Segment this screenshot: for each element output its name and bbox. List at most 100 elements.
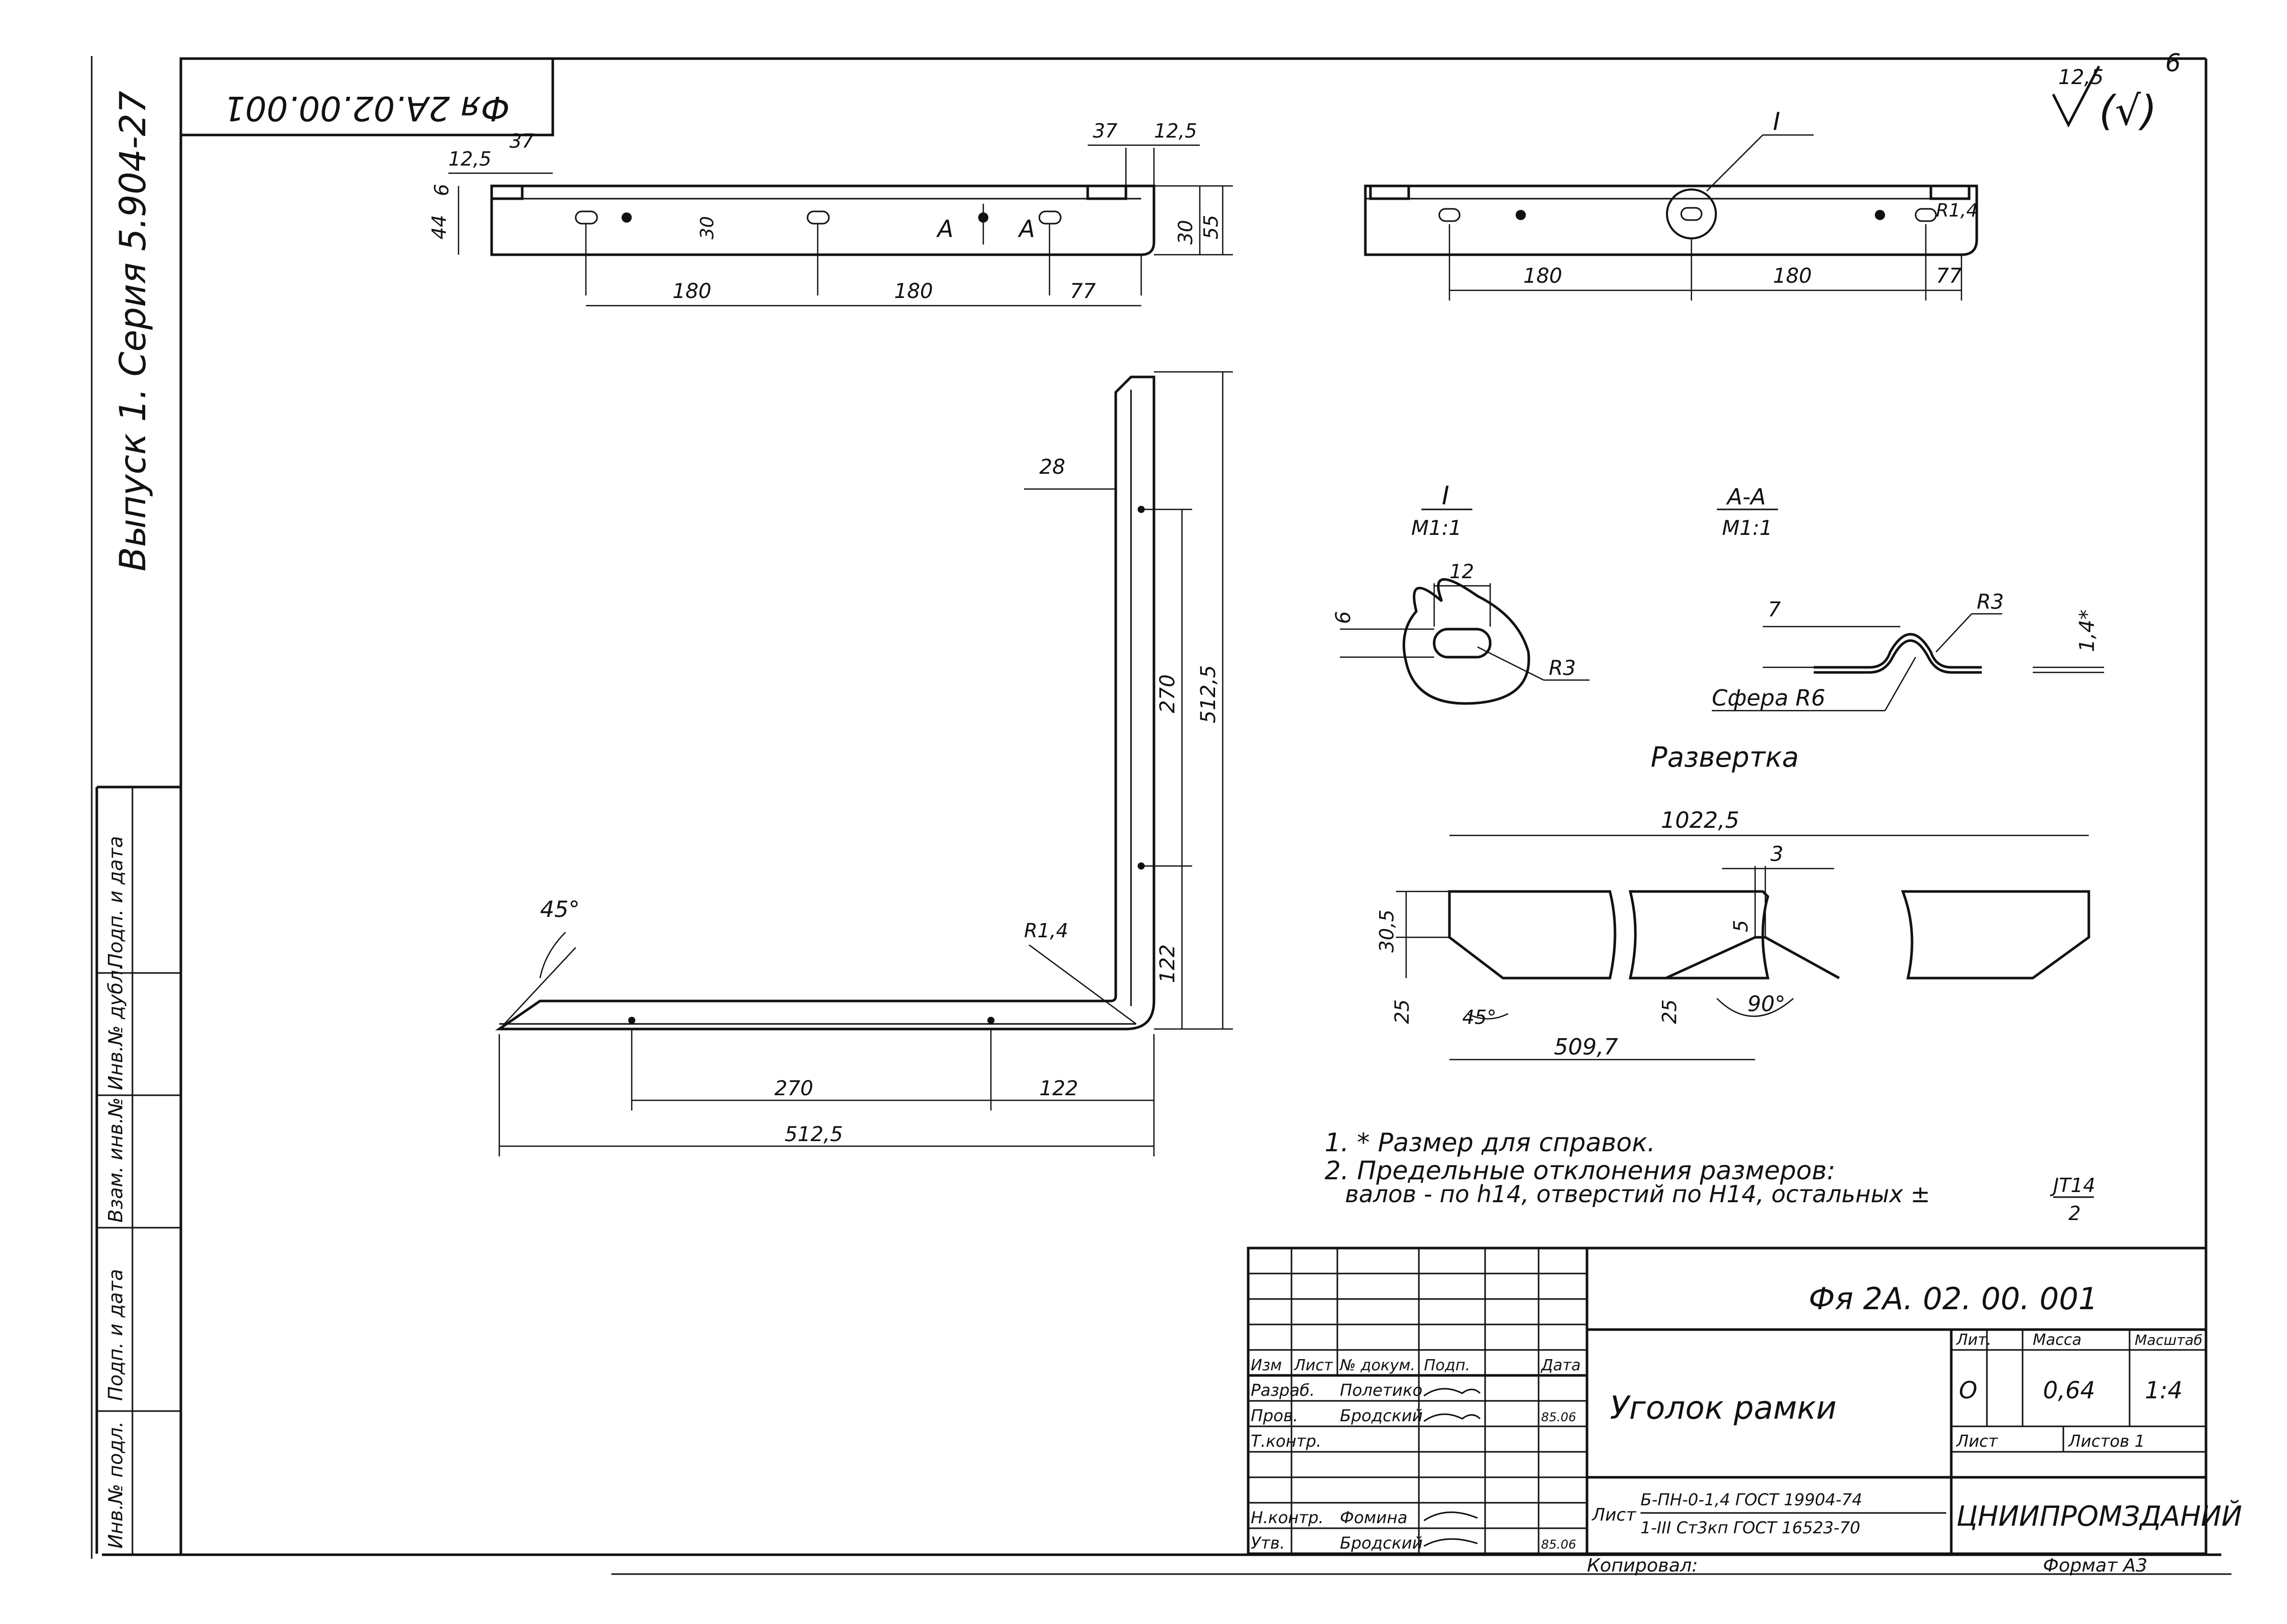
tl-section-a-right: А [1017,215,1035,242]
tl-dim-180b: 180 [894,280,933,303]
side-inv-dubl: Инв.№ дубл. [104,964,127,1090]
detail-i-6: 6 [1332,611,1355,624]
detail-i: I М1:1 12 6 R3 [1332,481,1590,705]
dev-dim-30-5: 30,5 [1376,909,1398,953]
tb-mass-label: Масса [2033,1331,2082,1349]
note-2b: валов - по h14, отверстий по H14, осталь… [1345,1180,1930,1208]
rotated-code: Фя 2А.02.00.001 [224,89,510,128]
section-aa-7: 7 [1768,598,1781,621]
top-right-view: I R1,4 180 180 77 [1364,107,1978,301]
roughness-suffix: (√) [2099,87,2157,134]
tb-name: Уголок рамки [1610,1389,1837,1426]
tb-row1-role: Разраб. [1251,1381,1315,1400]
tb-hdr-list: Лист [1294,1357,1334,1374]
tb-row2-name: Бродский [1340,1406,1422,1425]
dev-angle-90: 90° [1747,991,1785,1016]
detail-i-title: I [1442,481,1449,510]
tr-dim-180a: 180 [1523,264,1562,288]
tb-mass-value: 0,64 [2043,1376,2095,1404]
tl-dim-55: 55 [1200,215,1222,239]
tb-row1-name: Полетико [1340,1381,1422,1400]
roughness-mark-6: 6 [2165,49,2181,77]
section-aa-title: А-А [1726,484,1766,510]
tb-format: Формат А3 [2043,1555,2147,1576]
tr-dim-77: 77 [1936,264,1962,288]
section-aa-scale: М1:1 [1722,517,1772,540]
development-title: Развертка [1651,741,1799,773]
note-2: 2. Предельные отклонения размеров: [1325,1156,1835,1185]
tb-hdr-izm: Изм [1251,1357,1282,1374]
tb-sheets-label: Листов 1 [2068,1431,2145,1451]
tb-copied: Копировал: [1587,1555,1698,1576]
main-dim-512h: 512,5 [785,1123,843,1146]
dev-angle-45: 45° [1462,1006,1496,1028]
tl-dim-12-5a: 12,5 [448,148,492,170]
note-2-frac-top: JT14 [2050,1174,2095,1197]
dev-dim-5: 5 [1730,920,1752,932]
detail-i-12: 12 [1449,560,1474,583]
tl-dim-30b: 30 [1174,220,1197,245]
tb-hdr-dok: № докум. [1339,1357,1415,1374]
tl-dim-6: 6 [431,184,453,196]
tr-detail-label: I [1773,107,1780,136]
notes: 1. * Размер для справок. 2. Предельные о… [1325,1128,2095,1225]
roughness-mark: 12,5 (√) 6 [2052,49,2181,134]
development: Развертка 1022,5 3 5 30,5 25 25 45° 90° … [1376,741,2090,1061]
tb-row3-role: Т.контр. [1251,1431,1322,1451]
side-podp-1: Подп. и дата [104,1269,127,1401]
series-label: Выпуск 1. Серия 5.904-27 [112,91,154,572]
tb-hdr-data: Дата [1540,1357,1581,1374]
frame [91,56,2231,1575]
tb-material-label: Лист [1591,1505,1636,1525]
main-angle-45: 45° [540,897,580,923]
main-radius: R1,4 [1024,919,1068,942]
tb-row5-role: Н.контр. [1251,1508,1324,1527]
tb-lit-value: О [1959,1376,1977,1404]
side-podp-2: Подп. и дата [104,836,127,968]
tb-doc-code: Фя 2А. 02. 00. 001 [1809,1281,2098,1317]
section-aa-sphere: Сфера R6 [1712,685,1825,711]
note-2-frac-bot: 2 [2068,1202,2081,1225]
title-block: Фя 2А. 02. 00. 001 Уголок рамки Изм Лист… [1247,1247,2242,1576]
tb-row6-date: 85.06 [1541,1537,1576,1552]
tb-row2-date: 85.06 [1541,1410,1576,1424]
tl-dim-44: 44 [428,215,450,239]
tb-row2-role: Пров. [1251,1406,1298,1425]
main-dim-122h: 122 [1039,1077,1078,1100]
tb-row6-name: Бродский [1340,1533,1422,1553]
main-dim-122v: 122 [1156,944,1179,983]
tl-dim-37b: 37 [1093,120,1117,142]
tb-lit-label: Лит. [1956,1331,1992,1349]
dev-dim-509: 509,7 [1554,1034,1618,1060]
side-vzam: Взам. инв.№ [104,1097,127,1223]
dev-dim-25b: 25 [1658,999,1681,1024]
main-dim-270h: 270 [774,1077,813,1100]
dev-dim-1022: 1022,5 [1661,807,1739,833]
tl-dim-12-5b: 12,5 [1154,120,1197,142]
section-aa-14: 1,4* [2076,609,2099,652]
tl-dim-180a: 180 [672,280,711,303]
note-1: 1. * Размер для справок. [1325,1128,1655,1157]
tr-radius: R1,4 [1936,200,1978,221]
tb-sheet-label: Лист [1956,1431,1998,1451]
main-dim-28: 28 [1039,455,1065,479]
section-aa-r3: R3 [1977,590,2004,614]
main-dim-512v: 512,5 [1197,665,1220,723]
tb-org: ЦНИИПРОМЗДАНИЙ [1956,1500,2242,1532]
tb-material-top: Б-ПН-0-1,4 ГОСТ 19904-74 [1640,1490,1862,1509]
tl-dim-30a: 30 [697,216,718,239]
tl-dim-77: 77 [1070,280,1096,303]
main-l-view: 28 270 512,5 45° R1,4 122 270 122 512,5 [495,371,1233,1156]
tb-hdr-podp: Подп. [1424,1357,1470,1374]
tb-scale-label: Масштаб [2135,1332,2202,1348]
section-aa: А-А М1:1 7 R3 1,4* Сфера R6 [1712,484,2104,712]
tb-material-bottom: 1-III Ст3кп ГОСТ 16523-70 [1640,1518,1860,1537]
dev-dim-25a: 25 [1391,999,1413,1024]
detail-i-r3: R3 [1549,657,1576,680]
side-inv-podl: Инв.№ подл. [104,1421,127,1549]
side-stamp: Инв.№ подл. Подп. и дата Взам. инв.№ Инв… [95,786,181,1554]
main-dim-270v: 270 [1156,674,1179,713]
tr-dim-180b: 180 [1773,264,1812,288]
detail-i-scale: М1:1 [1411,517,1462,540]
